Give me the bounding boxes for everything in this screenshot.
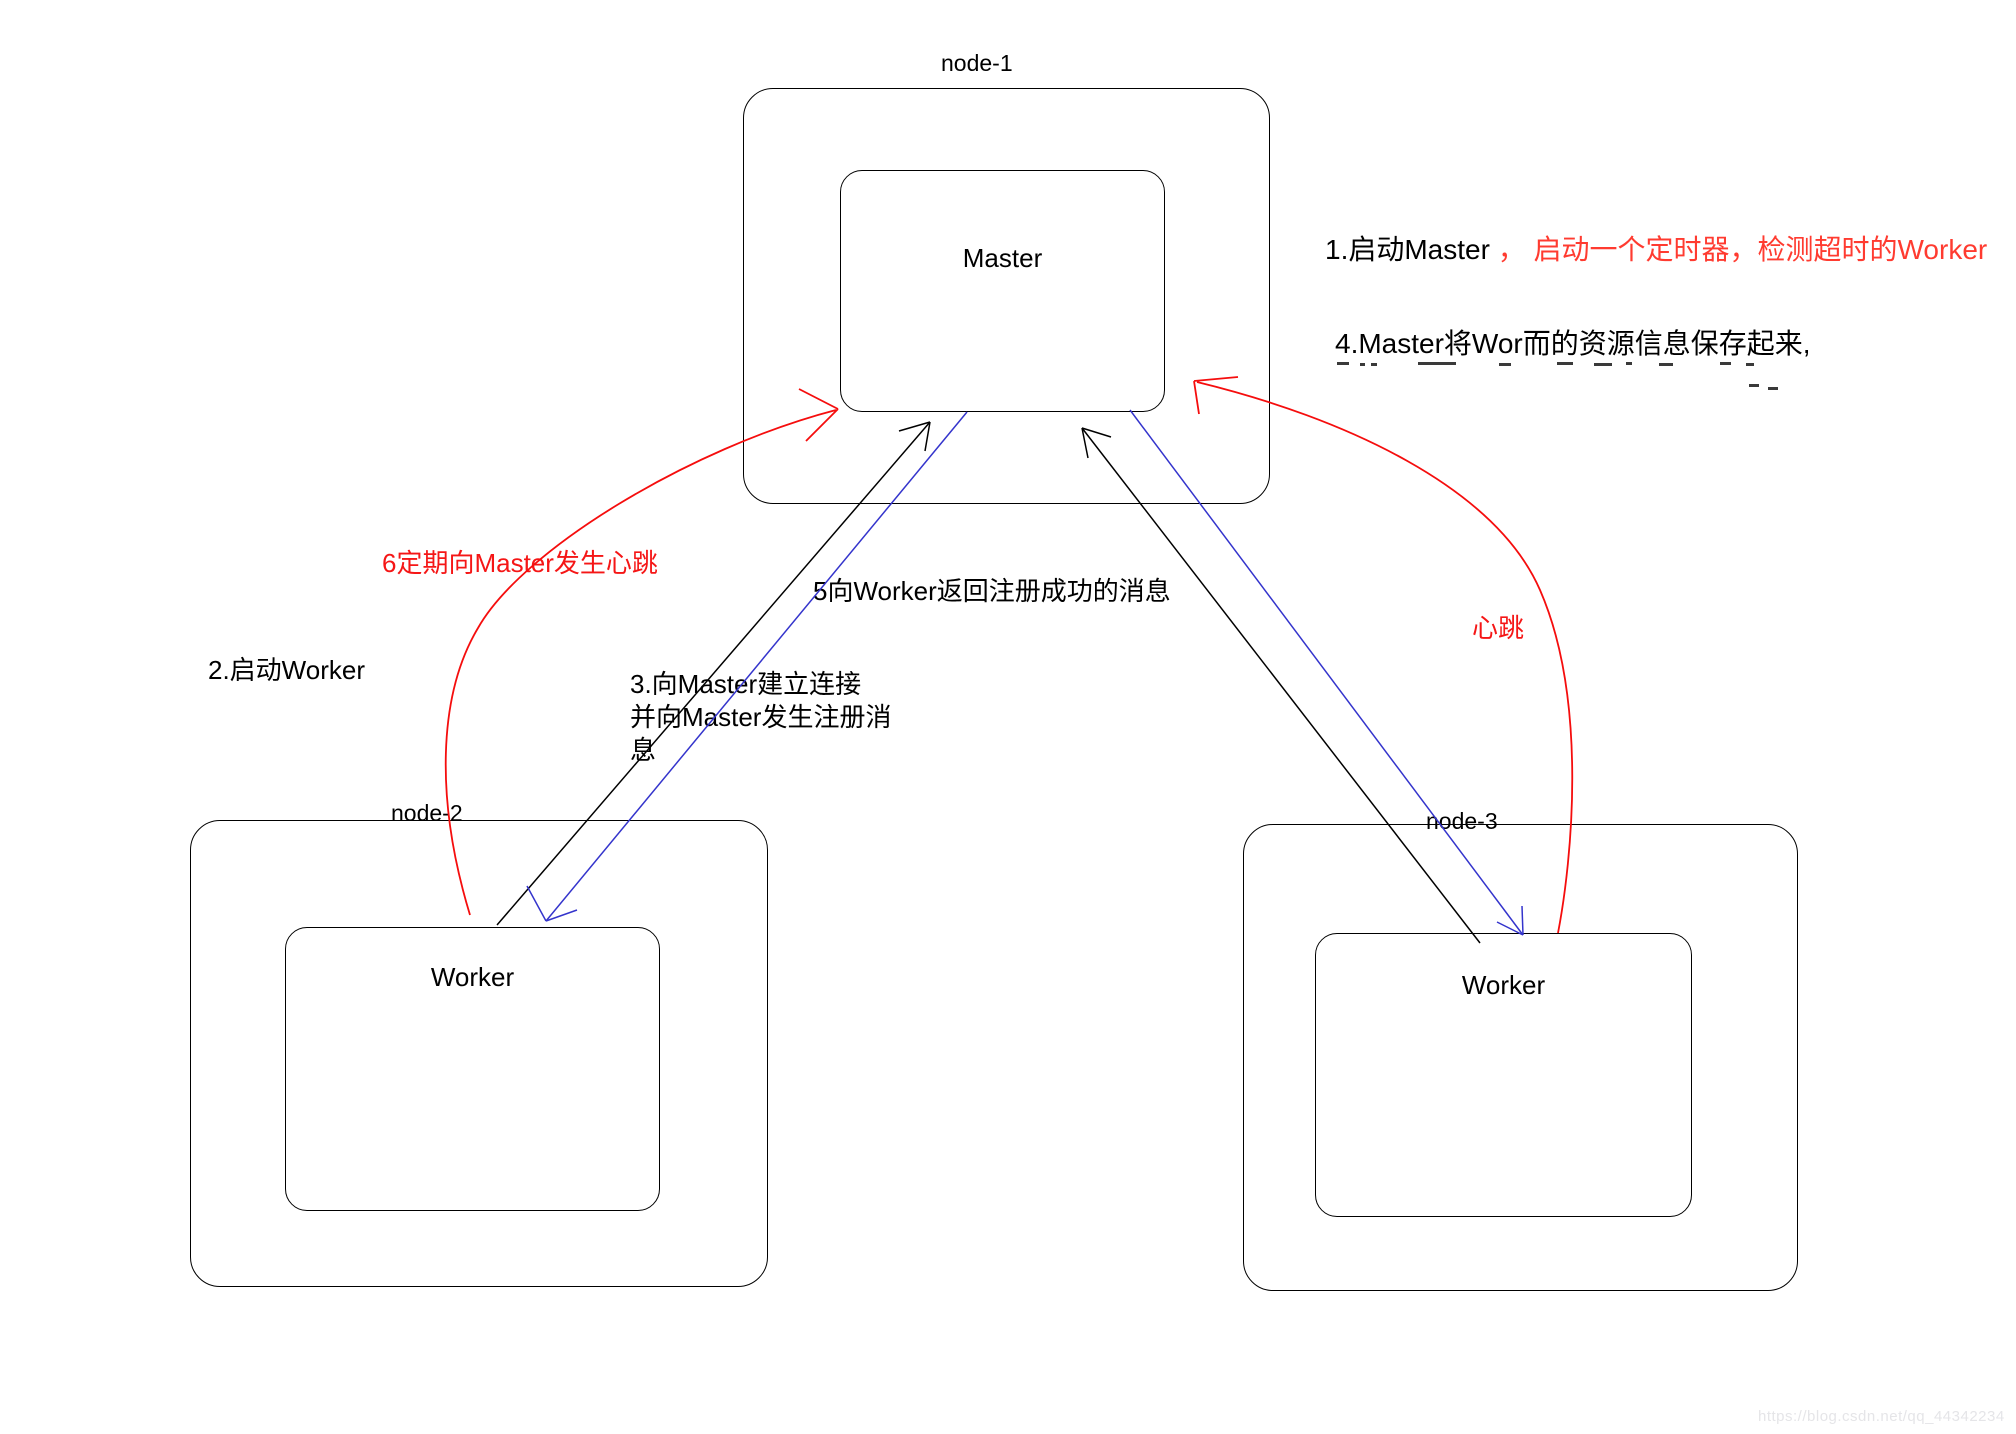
annotation-step1: 1.启动Master ， 启动一个定时器，检测超时的Worker bbox=[1325, 228, 1987, 268]
annotation-heartbeat: 心跳 bbox=[1472, 613, 1525, 643]
annotation-step1-red: ， 启动一个定时器，检测超时的Worker bbox=[1497, 234, 1988, 265]
annotation-step2: 2.启动Worker bbox=[208, 655, 365, 685]
node3-label: node-3 bbox=[1426, 808, 1498, 834]
master-box: Master bbox=[840, 170, 1165, 412]
annotation-step6: 6定期向Master发生心跳 bbox=[382, 548, 658, 578]
watermark-url: https://blog.csdn.net/qq_44342234 bbox=[1758, 1408, 2005, 1425]
annotation-step5: 5向Worker返回注册成功的消息 bbox=[813, 576, 1171, 606]
worker-right-process-label: Worker bbox=[1461, 970, 1546, 1000]
annotation-step3: 3.向Master建立连接 并向Master发生注册消 息 bbox=[630, 669, 892, 765]
annotation-step4: 4.Master将Wor而的资源信息保存起来, bbox=[1335, 328, 1811, 359]
worker-left-process-label: Worker bbox=[430, 962, 515, 992]
worker-right-box: Worker bbox=[1315, 933, 1692, 1217]
node1-box bbox=[743, 88, 1270, 504]
worker-left-box: Worker bbox=[285, 927, 660, 1211]
annotation-step1-black: 1.启动Master bbox=[1325, 234, 1498, 265]
master-process-label: Master bbox=[962, 243, 1043, 273]
node1-label: node-1 bbox=[941, 50, 1013, 76]
node2-label: node-2 bbox=[391, 800, 463, 826]
